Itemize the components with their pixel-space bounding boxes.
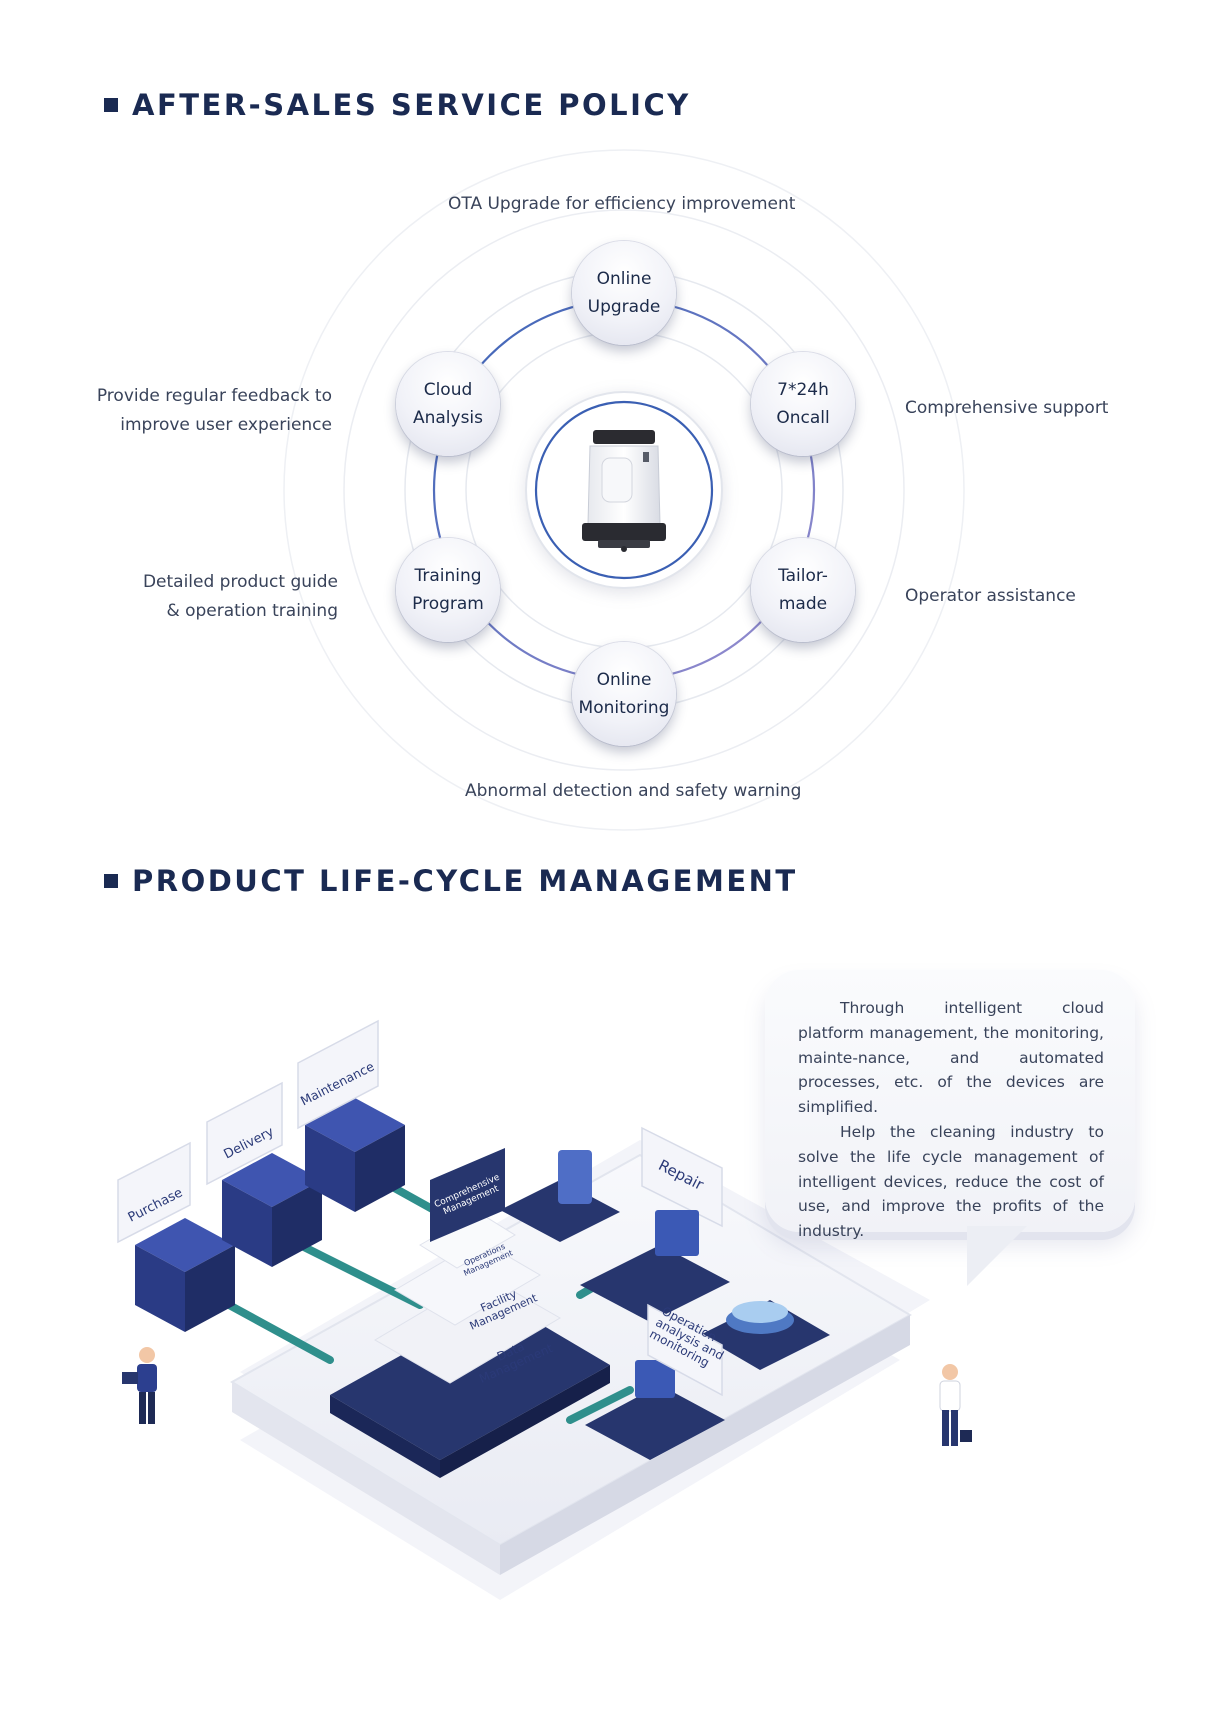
caption-ota-upgrade: OTA Upgrade for efficiency improvement [448,194,796,214]
training-program-line2: Program [412,594,484,614]
cloud-analysis-line2: Analysis [412,408,484,428]
bubble-paragraph-2: Help the cleaning industry to solve the … [798,1122,1104,1241]
tailor-made-line1: Tailor- [778,566,828,586]
caption-feedback: Provide regular feedback to improve user… [97,382,332,440]
label-repair: Repair [655,1156,707,1194]
label-comprehensive: Comprehensive Management [433,1173,505,1220]
person-left-icon [122,1347,157,1424]
label-operation-analysis: Operation analysis and monitoring [647,1304,732,1375]
cloud-analysis-line1: Cloud [423,380,473,400]
caption-feedback-line1: Provide regular feedback to [96,386,332,406]
title-square-icon [104,98,118,112]
caption-comprehensive-support: Comprehensive support [905,398,1109,418]
robot-image [582,430,666,552]
lifecycle-title: PRODUCT LIFE-CYCLE MANAGEMENT [132,864,798,898]
label-operations: Operations Management [459,1240,514,1278]
purchase-server [135,1218,235,1332]
delivery-server [222,1153,322,1267]
online-monitoring-line2: Monitoring [578,698,670,718]
label-facility: Facility Management [463,1281,539,1332]
speech-bubble [765,970,1135,1232]
after-sales-title: AFTER-SALES SERVICE POLICY [132,88,691,122]
section-title-after-sales: AFTER-SALES SERVICE POLICY [104,88,691,122]
online-monitoring-line1: Online [596,670,652,690]
oncall-line2: Oncall [776,408,830,428]
caption-operator-assistance: Operator assistance [905,586,1076,606]
oncall-line1: 7*24h [777,380,829,400]
title-square-icon [104,874,118,888]
person-right-icon [939,1364,972,1446]
caption-training: Detailed product guide & operation train… [143,568,338,626]
bubble-paragraph-1: Through intelligent cloud platform manag… [798,999,1104,1117]
tailor-made-node[interactable]: Tailor-made [751,538,855,642]
speech-bubble-tail [967,1226,1027,1286]
caption-abnormal-detection: Abnormal detection and safety warning [465,781,802,801]
tailor-made-line2: made [778,594,828,614]
online-upgrade-line1: Online [596,269,652,289]
label-delivery: Delivery [221,1124,277,1163]
section-title-lifecycle: PRODUCT LIFE-CYCLE MANAGEMENT [104,864,798,898]
maintenance-server [305,1098,405,1212]
caption-training-line1: Detailed product guide [142,572,338,592]
online-upgrade-line2: Upgrade [587,297,661,317]
caption-feedback-line2: improve user experience [120,415,332,435]
label-maintenance: Maintenance [297,1058,377,1109]
label-data: Data Management [472,1330,555,1386]
caption-training-line2: & operation training [166,601,338,621]
speech-bubble-text: Through intelligent cloud platform manag… [798,996,1104,1244]
label-purchase: Purchase [125,1185,186,1226]
training-program-line1: Training [414,566,482,586]
